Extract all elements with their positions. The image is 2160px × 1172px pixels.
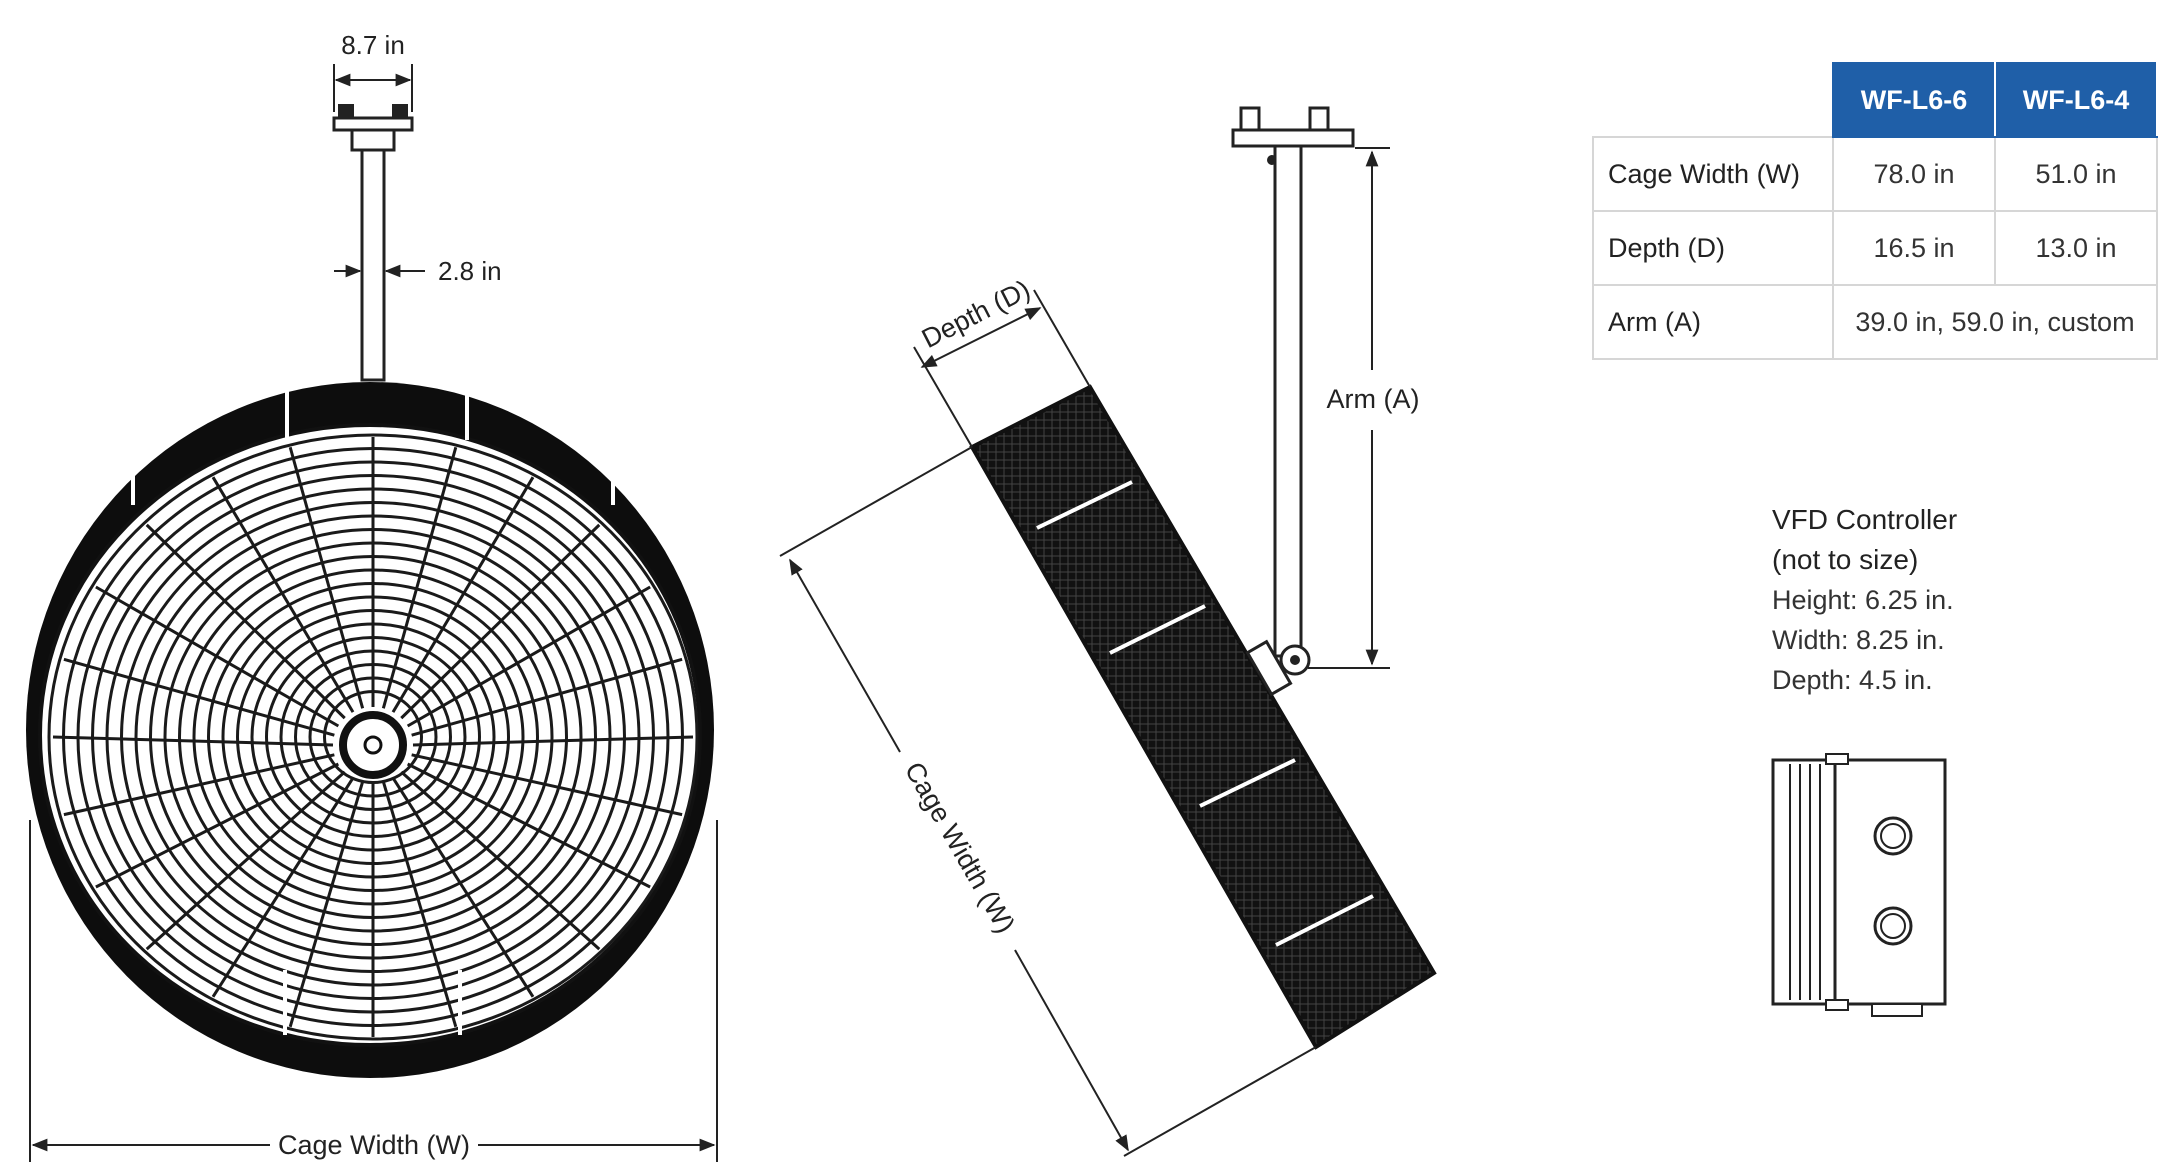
- spec-cell: 39.0 in, 59.0 in, custom: [1832, 284, 2158, 360]
- vfd-depth: Depth: 4.5 in.: [1772, 665, 1933, 695]
- dimension-label-depth: Depth (D): [917, 274, 1035, 354]
- side-view: Depth (D) Cage Width (W) Arm (A): [779, 106, 1437, 1157]
- vfd-controller-info: VFD Controller (not to size) Height: 6.2…: [1772, 500, 1957, 700]
- vfd-controller-drawing: [1771, 753, 1947, 1017]
- grill-spoke: [400, 770, 601, 951]
- grill-spoke: [288, 781, 365, 1028]
- front-view: 8.7 in 2.8 in Cage Width (W): [26, 30, 718, 1162]
- spec-table-header-row: WF-L6-6 WF-L6-4: [1593, 62, 2158, 138]
- dimension-arm-length: Arm (A): [1308, 147, 1420, 669]
- grill-spoke: [211, 476, 355, 713]
- grill-spoke: [400, 523, 601, 720]
- dimension-label-arm-length: Arm (A): [1327, 384, 1420, 414]
- grill-spoke: [406, 762, 651, 889]
- vfd-width: Width: 8.25 in.: [1772, 625, 1945, 655]
- table-row: Cage Width (W) 78.0 in 51.0 in: [1592, 136, 2158, 212]
- grill-spoke: [63, 657, 335, 737]
- vfd-height: Height: 6.25 in.: [1772, 585, 1954, 615]
- dimension-label-cage-width: Cage Width (W): [278, 1130, 470, 1160]
- side-mount-bracket: [1231, 106, 1355, 165]
- grill-spoke: [381, 446, 458, 709]
- grill-spoke: [412, 735, 694, 747]
- grill-spoke: [145, 770, 346, 951]
- spec-row-label: Depth (D): [1592, 210, 1834, 286]
- grill-spoke: [391, 777, 535, 998]
- grill-spoke: [95, 762, 340, 889]
- spec-header-model-1: WF-L6-6: [1832, 62, 1996, 138]
- dimension-arm-width: 2.8 in: [334, 256, 502, 286]
- grill-spoke: [381, 781, 458, 1028]
- table-row: Arm (A) 39.0 in, 59.0 in, custom: [1592, 284, 2158, 360]
- spec-cell: 16.5 in: [1832, 210, 1996, 286]
- spec-cell: 51.0 in: [1994, 136, 2158, 212]
- spec-row-label: Arm (A): [1592, 284, 1834, 360]
- grill-spoke: [411, 657, 683, 737]
- spec-table: WF-L6-6 WF-L6-4 Cage Width (W) 78.0 in 5…: [1592, 62, 2158, 360]
- dimension-cage-width: Cage Width (W): [29, 820, 718, 1162]
- fan-grill: [47, 433, 699, 1041]
- grill-spoke: [145, 523, 346, 720]
- grill-spoke: [95, 585, 340, 728]
- vfd-subtitle: (not to size): [1772, 544, 1919, 575]
- grill-spoke: [211, 777, 355, 998]
- grill-spoke: [63, 753, 335, 817]
- spec-cell: 13.0 in: [1994, 210, 2158, 286]
- dimension-label-mount-width: 8.7 in: [341, 30, 405, 60]
- side-cage: [969, 384, 1437, 1050]
- grill-spoke: [288, 446, 365, 709]
- fan-cage: [26, 382, 714, 1078]
- grill-spoke: [406, 585, 651, 728]
- side-arm: [1273, 144, 1303, 658]
- grill-ring: [47, 433, 699, 1041]
- grill-spoke: [52, 735, 334, 747]
- spec-cell: 78.0 in: [1832, 136, 1996, 212]
- dimension-mount-width: 8.7 in: [333, 30, 413, 112]
- dimension-label-arm-width: 2.8 in: [438, 256, 502, 286]
- dimension-label-side-cage-width: Cage Width (W): [899, 757, 1021, 938]
- grill-spoke: [391, 476, 535, 713]
- spec-header-model-2: WF-L6-4: [1994, 62, 2158, 138]
- spec-table-corner: [1593, 63, 1833, 137]
- vfd-title: VFD Controller: [1772, 504, 1958, 535]
- spec-row-label: Cage Width (W): [1592, 136, 1834, 212]
- fan-arm: [360, 148, 386, 382]
- grill-spoke: [411, 753, 683, 817]
- table-row: Depth (D) 16.5 in 13.0 in: [1592, 210, 2158, 286]
